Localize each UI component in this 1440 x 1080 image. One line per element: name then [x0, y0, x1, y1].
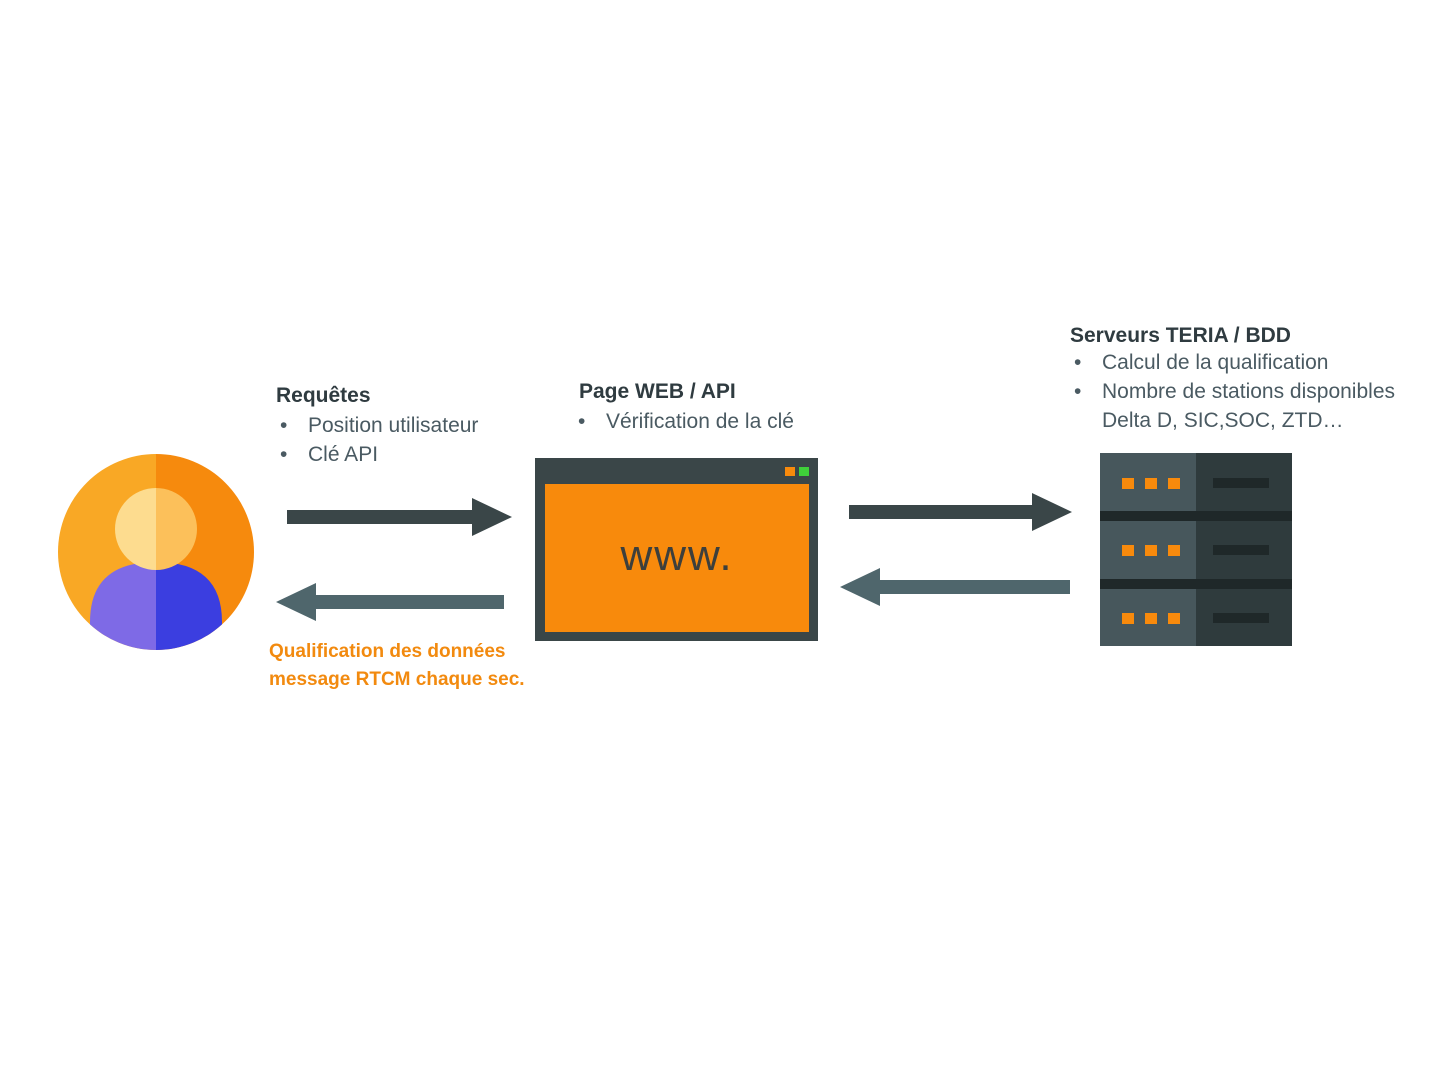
query-arrow-right — [849, 493, 1072, 531]
browser-window-icon — [535, 458, 818, 641]
webpage-block: Page WEB / API Vérification de la clé — [578, 380, 794, 436]
response-line-1: Qualification des données — [269, 641, 506, 662]
webpage-title: Page WEB / API — [579, 380, 736, 403]
user-avatar-icon — [58, 454, 254, 650]
requests-block: Requêtes Position utilisateur Clé API — [276, 384, 478, 469]
list-item: Position utilisateur — [276, 411, 478, 440]
response-arrow-left — [276, 583, 504, 621]
list-item: Nombre de stations disponibles — [1070, 377, 1395, 406]
window-dot-green — [799, 467, 809, 476]
browser-www-label: www. — [620, 531, 734, 580]
list-item: Calcul de la qualification — [1070, 348, 1395, 377]
servers-list: Calcul de la qualification Nombre de sta… — [1070, 348, 1395, 435]
list-item: Vérification de la clé — [574, 407, 794, 436]
servers-title: Serveurs TERIA / BDD — [1070, 324, 1291, 347]
requests-title: Requêtes — [276, 384, 371, 407]
list-item: Clé API — [276, 440, 478, 469]
response-line-2: message RTCM chaque sec. — [269, 669, 525, 690]
response-block: Qualification des données message RTCM c… — [269, 638, 525, 694]
list-item-continuation: Delta D, SIC,SOC, ZTD… — [1102, 409, 1344, 432]
servers-block: Serveurs TERIA / BDD Calcul de la qualif… — [1070, 324, 1395, 435]
result-arrow-left — [840, 568, 1070, 606]
request-arrow-right — [287, 498, 512, 536]
webpage-list: Vérification de la clé — [574, 407, 794, 436]
requests-list: Position utilisateur Clé API — [276, 411, 478, 469]
server-rack-icon — [1100, 453, 1292, 646]
window-dot-orange — [785, 467, 795, 476]
